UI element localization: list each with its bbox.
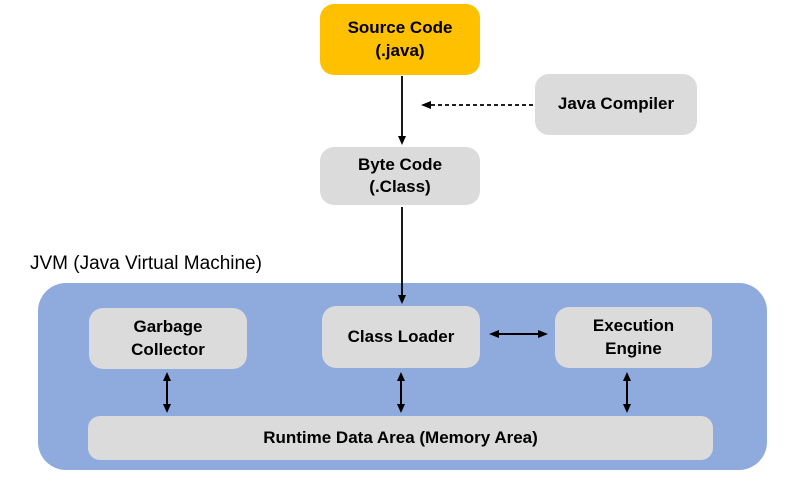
node-byte-code-line1: Byte Code (357, 154, 443, 174)
node-class-loader-label: Class Loader (347, 326, 455, 346)
node-execution-engine-line2: Engine (605, 338, 662, 358)
node-runtime-data-area-label: Runtime Data Area (Memory Area) (263, 427, 538, 447)
node-byte-code-line2: (.Class) (369, 177, 431, 196)
node-execution-engine: Execution Engine (555, 307, 712, 368)
node-garbage-collector-line1: Garbage (133, 317, 203, 337)
node-source-code-line1: Source Code (347, 18, 453, 38)
node-java-compiler-label: Java Compiler (557, 94, 675, 114)
jvm-container-label: JVM (Java Virtual Machine) (30, 253, 262, 274)
node-source-code-line2: (.java) (375, 40, 425, 60)
node-source-code: Source Code (.java) (320, 4, 480, 75)
node-execution-engine-line1: Execution (592, 316, 675, 336)
node-class-loader: Class Loader (322, 306, 480, 368)
node-garbage-collector: Garbage Collector (89, 308, 247, 369)
node-garbage-collector-line2: Collector (131, 339, 205, 359)
node-runtime-data-area: Runtime Data Area (Memory Area) (88, 416, 713, 460)
arrow-compiler-dashed-left (421, 101, 533, 109)
node-java-compiler: Java Compiler (535, 74, 697, 135)
node-byte-code: Byte Code (.Class) (320, 147, 480, 205)
arrow-source-to-bytecode (398, 76, 406, 145)
